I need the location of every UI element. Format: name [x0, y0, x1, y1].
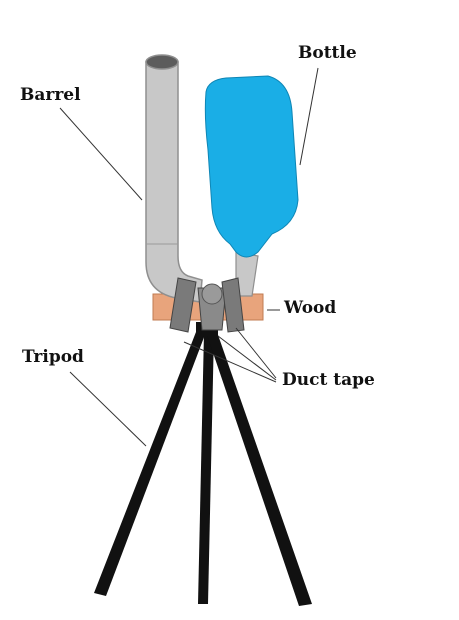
tripod-leader	[69, 371, 147, 447]
barrel	[145, 54, 203, 303]
bottle-leader	[299, 67, 319, 166]
bottle-label: Bottle	[298, 43, 357, 63]
tripod-label: Tripod	[22, 347, 84, 367]
tripod-leg-right	[206, 332, 312, 606]
barrel-opening	[145, 54, 179, 70]
tripod-leg-left	[94, 332, 206, 596]
duct-tape-left	[169, 277, 197, 333]
bottle	[204, 75, 299, 258]
duct-tape-leader-1	[183, 341, 277, 383]
barrel-leader	[59, 107, 143, 201]
tripod-leg-center	[198, 332, 214, 604]
duct-tape-label: Duct tape	[282, 370, 375, 390]
tripod	[94, 322, 312, 606]
duct-tape-right	[221, 277, 245, 333]
duct-tape	[169, 277, 245, 333]
barrel-tube	[145, 61, 203, 303]
leader-lines	[59, 67, 319, 447]
duct-tape-leader-3	[235, 327, 277, 379]
duct-tape-leader-2	[217, 335, 277, 381]
duct-tape-center-knob	[201, 283, 223, 305]
barrel-label: Barrel	[20, 85, 81, 105]
wood-label: Wood	[283, 298, 336, 318]
